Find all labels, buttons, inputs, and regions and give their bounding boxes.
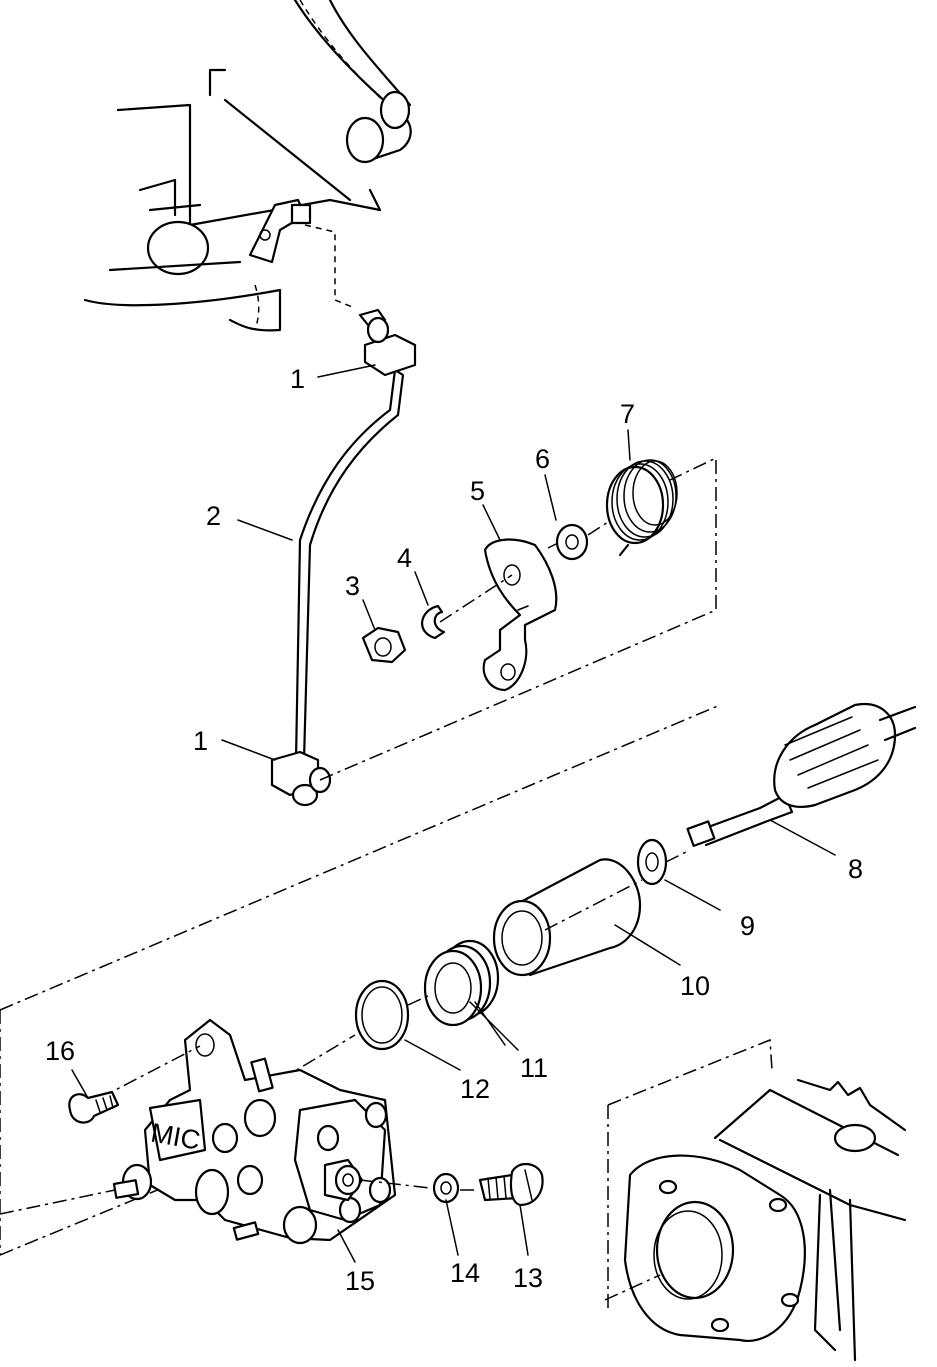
callout-labels: 1 1 2 3 4 5 6 7 8 9 10 11 12 13 14 15 16 [45,364,863,1296]
nut [361,626,407,664]
callout-14: 14 [450,1258,480,1288]
screw-13 [478,1163,544,1207]
callout-13: 13 [513,1263,543,1293]
washer [555,523,589,561]
callout-1-lower: 1 [193,726,208,756]
assembly-centerline-upper [439,521,609,623]
callout-4: 4 [397,543,412,573]
callout-9: 9 [740,911,755,941]
ball-joint-upper [358,308,417,377]
pump-hole-centerlines [99,1045,478,1191]
callout-10: 10 [680,971,710,1001]
callout-8: 8 [848,854,863,884]
drive-washer [636,838,668,886]
crankcase-mount-outline [607,1038,773,1310]
lever-bracket [482,538,558,692]
crankcase-casting [604,1078,907,1362]
leader-lines [71,364,836,1263]
o-ring [354,979,410,1051]
callout-5: 5 [470,476,485,506]
callout-7: 7 [620,399,635,429]
callout-11: 11 [520,1053,548,1083]
callout-2: 2 [206,501,221,531]
screw-16 [68,1090,120,1124]
callout-15: 15 [345,1266,375,1296]
linkage-rod [294,363,405,762]
engine-linkage-background [83,0,412,332]
torsion-spring [605,459,678,557]
oil-pump-body: MIC [0,1018,397,1245]
callout-6: 6 [535,444,550,474]
callout-12: 12 [460,1074,490,1104]
seal-pair [423,939,500,1027]
washer-14 [432,1172,460,1204]
callout-16: 16 [45,1036,75,1066]
bracket-assembly-outline [319,456,717,781]
sleeve-bushing [492,858,642,977]
callout-1-upper: 1 [290,364,305,394]
ball-joint-lower [270,750,332,807]
drive-gear-shaft [686,702,917,847]
callout-3: 3 [345,571,360,601]
e-clip [421,604,446,640]
pump-centerline [279,849,691,1081]
